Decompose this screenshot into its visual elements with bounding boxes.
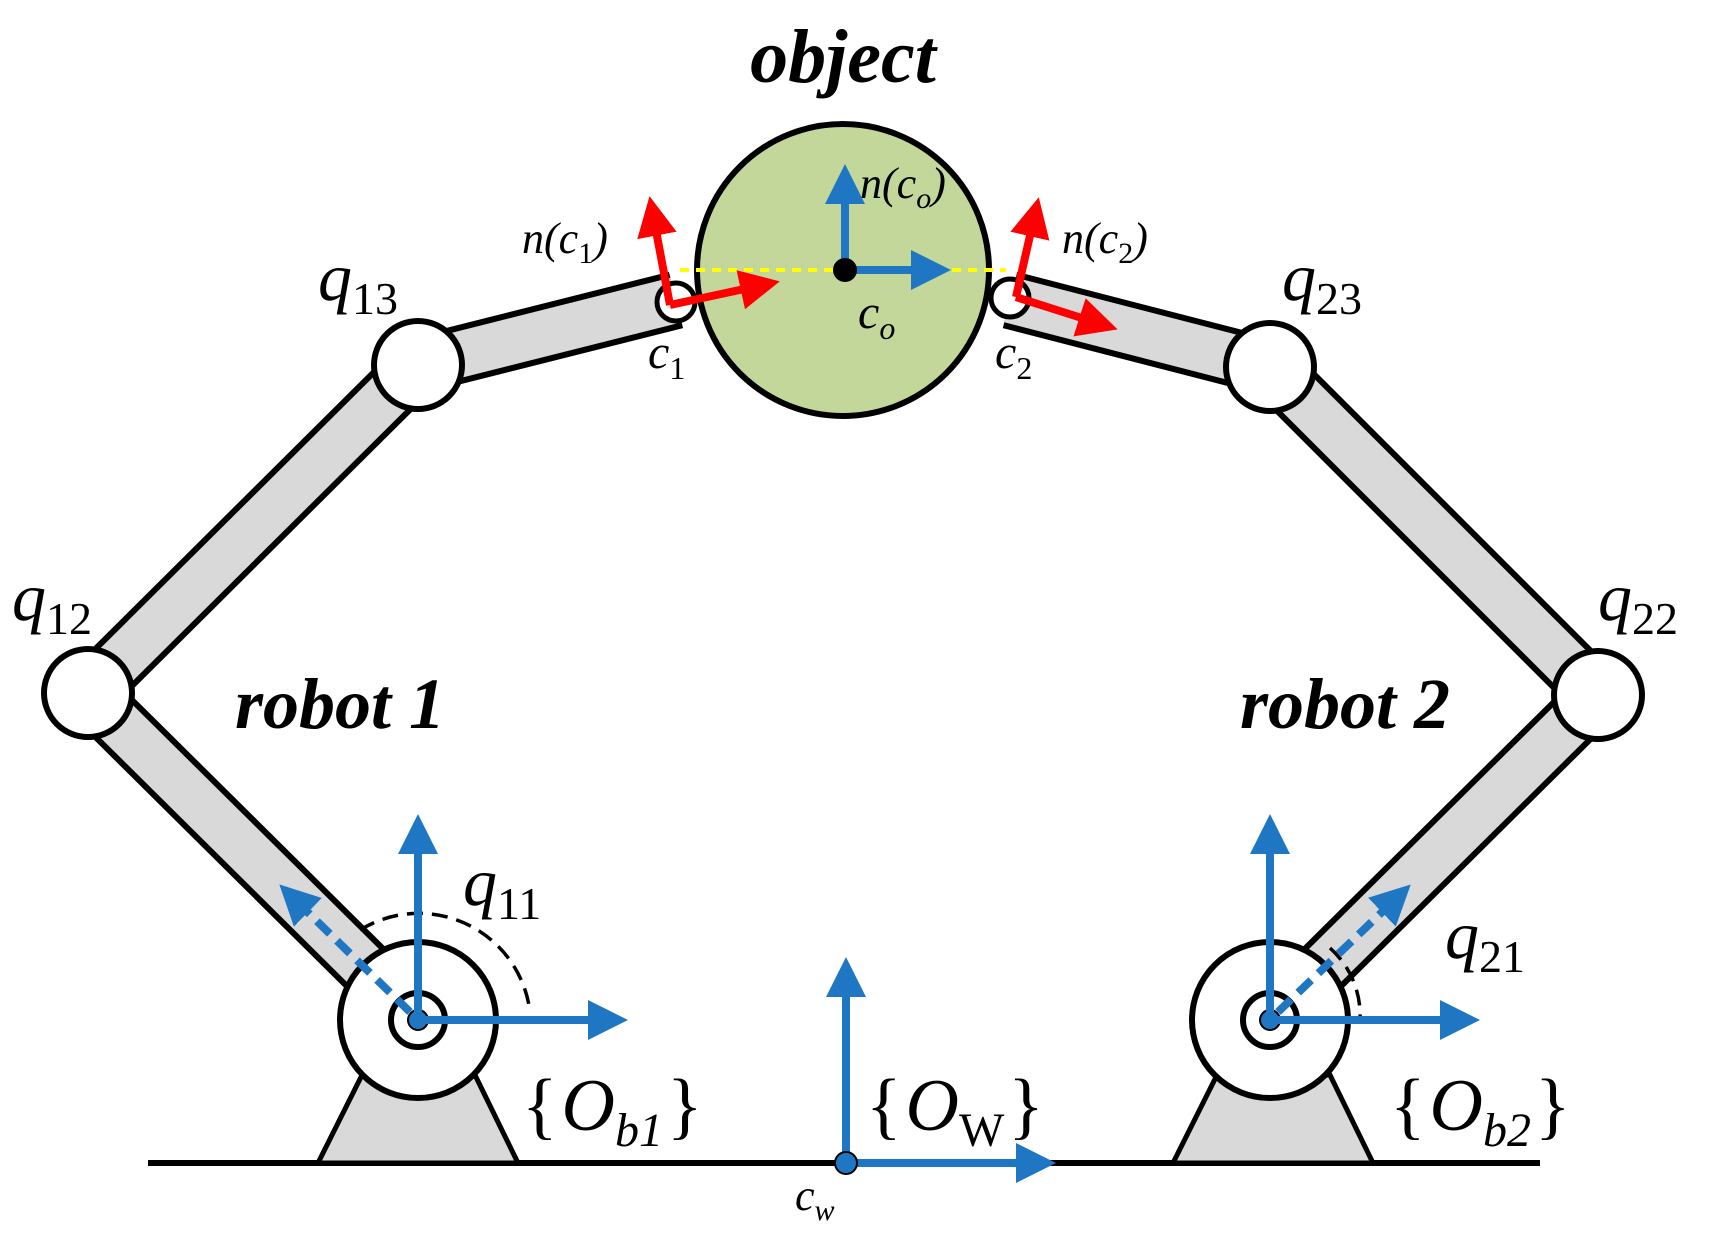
q11-link-direction-arrow bbox=[279, 884, 413, 1015]
frame-label-ob2: {Ob2} bbox=[1390, 1065, 1571, 1157]
contact-c2-frame bbox=[1010, 197, 1118, 337]
joint-label-q12: q12 bbox=[12, 559, 92, 644]
frame-object-axes bbox=[825, 164, 951, 290]
joint-label-q22: q22 bbox=[1598, 559, 1678, 644]
q21-angle-arc bbox=[1328, 946, 1362, 1021]
object-title: object bbox=[750, 15, 939, 99]
world-origin-label: cw bbox=[795, 1171, 835, 1227]
joint-q13 bbox=[371, 318, 465, 412]
q11-angle-arc bbox=[359, 911, 532, 1013]
contact-c1-frame bbox=[637, 196, 780, 310]
robot2-label: robot 2 bbox=[1240, 664, 1450, 744]
contact-label-c2: c2 bbox=[995, 326, 1032, 386]
q21-link-direction-arrow bbox=[1275, 884, 1411, 1015]
normal-label-c2: n(c2) bbox=[1062, 214, 1148, 270]
contact-label-c1: c1 bbox=[648, 326, 685, 386]
robot2-links bbox=[1002, 271, 1619, 1041]
joint-q22 bbox=[1551, 648, 1645, 742]
joint-label-q11: q11 bbox=[463, 844, 541, 929]
object-center-label: co bbox=[858, 286, 895, 346]
frame-ob1-axes bbox=[398, 814, 628, 1040]
robot1-links bbox=[67, 271, 684, 1041]
robot2-pedestal bbox=[1168, 1072, 1378, 1166]
joint-q23 bbox=[1223, 320, 1317, 414]
frame-world-axes bbox=[826, 957, 1056, 1183]
joint-q12 bbox=[41, 646, 135, 740]
joint-label-q13: q13 bbox=[318, 239, 398, 324]
normal-label-co: n(co) bbox=[860, 159, 946, 215]
joint-label-q21: q21 bbox=[1445, 897, 1525, 982]
normal-label-c1: n(c1) bbox=[522, 214, 608, 270]
robot1-label: robot 1 bbox=[235, 664, 445, 744]
joint-label-q23: q23 bbox=[1282, 239, 1362, 324]
frame-ob2-axes bbox=[1250, 814, 1480, 1040]
frame-label-ob1: {Ob1} bbox=[522, 1065, 703, 1157]
frame-label-ow: {OW} bbox=[866, 1065, 1044, 1157]
